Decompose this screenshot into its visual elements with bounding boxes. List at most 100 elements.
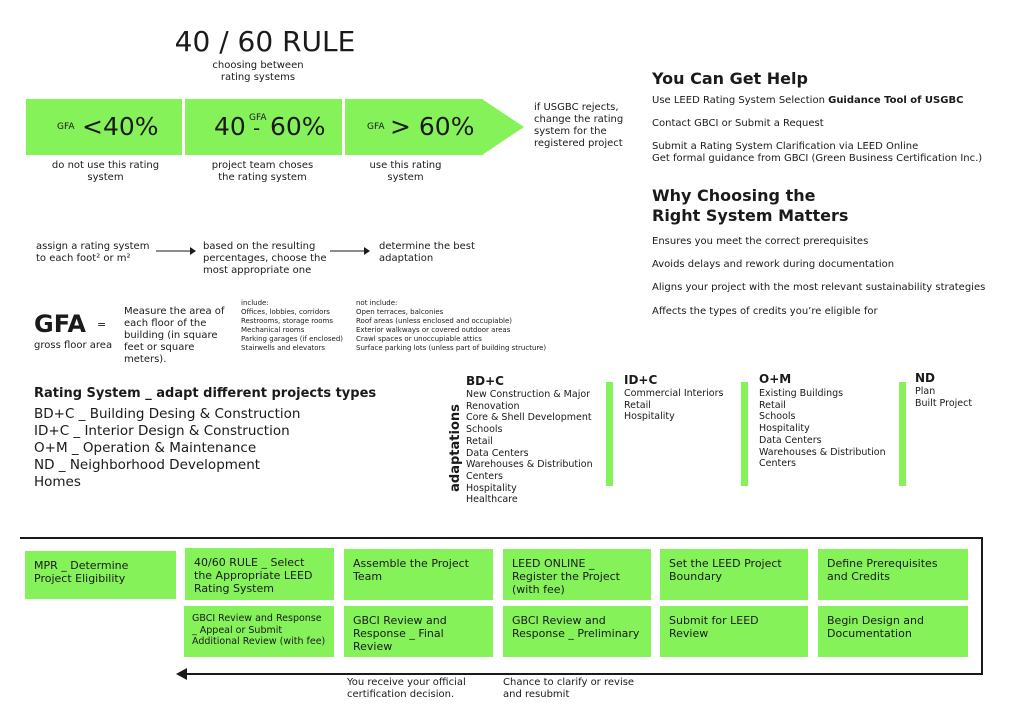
range-value-2-dash: - — [253, 116, 261, 140]
why-title-line-2: Right System Matters — [652, 206, 849, 225]
rating-item-idc: ID+C _ Interior Design & Construction — [34, 423, 290, 439]
process-note-final: You receive your official certification … — [347, 677, 466, 700]
range-value-2-right: 60% — [270, 112, 326, 141]
gfa-exclude-title: not include: — [356, 299, 398, 307]
adapt-title-nd: ND — [915, 371, 936, 385]
gfa-include-title: include: — [241, 299, 269, 307]
adapt-list-om: Existing Buildings Retail Schools Hospit… — [759, 388, 886, 470]
adapt-divider-3 — [899, 382, 906, 486]
process-note-preliminary: Chance to clarify or revise and resubmit — [503, 677, 635, 700]
range-prefix-3: GFA — [367, 122, 385, 132]
process-step-preliminary: GBCI Review and Response _ Preliminary — [503, 606, 651, 657]
range-box-under-40 — [26, 99, 182, 155]
range-prefix-1: GFA — [57, 122, 75, 132]
range-prefix-2: GFA — [249, 113, 267, 123]
gfa-equals: = — [97, 318, 107, 331]
process-step-prereqs: Define Prerequisites and Credits — [818, 549, 968, 600]
adapt-title-om: O+M — [759, 372, 792, 386]
why-item-1: Ensures you meet the correct prerequisit… — [652, 236, 869, 247]
list-item: Crawl spaces or unoccupiable attics — [356, 335, 482, 343]
list-item: Exterior walkways or covered outdoor are… — [356, 326, 511, 334]
gfa-exclude-list: not include: Open terraces, balconies Ro… — [356, 299, 546, 353]
flow-step-1: assign a rating system to each foot² or … — [36, 241, 150, 264]
list-item: Parking garages (if enclosed) — [241, 335, 344, 343]
process-step-final-review: GBCI Review and Response _ Final Review — [344, 606, 493, 657]
list-item: Surface parking lots (unless part of bui… — [356, 344, 547, 352]
list-item: Healthcare — [466, 494, 518, 506]
list-item: Renovation — [466, 400, 520, 412]
range-box-40-60 — [185, 99, 342, 155]
process-step-mpr: MPR _ Determine Project Eligibility — [25, 551, 176, 599]
range-caption-3: use this rating system — [369, 160, 442, 183]
range-box-over-60 — [345, 99, 483, 155]
range-caption-1: do not use this rating system — [51, 160, 160, 183]
process-step-appeal: GBCI Review and Response _ Appeal or Sub… — [184, 606, 334, 657]
list-item: Data Centers — [759, 434, 822, 446]
list-item: Hospitality — [759, 423, 810, 435]
list-item: Centers — [466, 470, 503, 482]
flow-arrow-1 — [156, 247, 196, 255]
list-item: Warehouses & Distribution — [759, 446, 886, 458]
guidance-tool-link: Guidance Tool of USGBC — [828, 95, 964, 106]
process-step-assemble: Assemble the Project Team — [344, 549, 493, 600]
adapt-divider-1 — [606, 382, 613, 486]
rating-item-homes: Homes — [34, 474, 81, 490]
list-item: Offices, lobbies, corridors — [241, 308, 330, 316]
list-item: Hospitality — [624, 411, 675, 423]
process-step-4060: 40/60 RULE _ Select the Appropriate LEED… — [185, 548, 334, 600]
range-caption-2: project team choses the rating system — [211, 160, 314, 183]
page-title: 40 / 60 RULE — [174, 25, 356, 58]
help-item-3a: Submit a Rating System Clarification via… — [652, 141, 919, 152]
flow-step-3: determine the best adaptation — [379, 241, 475, 264]
range-value-2-left: 40 — [214, 112, 246, 141]
list-item: Stairwells and elevators — [241, 344, 326, 352]
list-item: Retail — [759, 399, 786, 411]
list-item: Existing Buildings — [759, 388, 844, 399]
list-item: Centers — [759, 458, 796, 470]
help-item-3b: Get formal guidance from GBCI (Green Bus… — [652, 153, 983, 164]
why-item-3: Aligns your project with the most releva… — [652, 282, 986, 293]
gfa-term: GFA — [34, 310, 86, 338]
list-item: Commercial Interiors — [624, 388, 724, 399]
help-item-2: Contact GBCI or Submit a Request — [652, 118, 824, 129]
list-item: Schools — [466, 424, 503, 436]
adapt-list-nd: Plan Built Project — [915, 386, 972, 409]
range-value-1: <40% — [82, 112, 159, 141]
why-item-4: Affects the types of credits you’re elig… — [652, 306, 878, 317]
rating-item-om: O+M _ Operation & Maintenance — [34, 440, 257, 456]
range-arrow-head — [482, 99, 524, 155]
list-item: New Construction & Major — [466, 389, 591, 400]
list-item: Schools — [759, 411, 796, 423]
list-item: Open terraces, balconies — [356, 308, 444, 316]
process-step-boundary: Set the LEED Project Boundary — [660, 549, 808, 600]
gfa-full-name: gross floor area — [34, 340, 113, 351]
page-subtitle: choosing between rating systems — [212, 60, 304, 83]
gfa-include-list: include: Offices, lobbies, corridors Res… — [241, 299, 343, 353]
list-item: Retail — [466, 435, 493, 447]
list-item: Retail — [624, 399, 651, 411]
list-item: Warehouses & Distribution — [466, 459, 593, 471]
adapt-title-idc: ID+C — [624, 373, 658, 387]
list-item: Restrooms, storage rooms — [241, 317, 334, 325]
list-item: Mechanical rooms — [241, 326, 305, 334]
help-item-1: Use LEED Rating System Selection Guidanc… — [652, 95, 963, 107]
rating-list: BD+C _ Building Desing & Construction ID… — [34, 406, 300, 491]
help-title: You Can Get Help — [652, 69, 808, 88]
rating-title: Rating System _ adapt different projects… — [34, 386, 377, 401]
why-item-2: Avoids delays and rework during document… — [652, 259, 895, 270]
flow-step-2: based on the resulting percentages, choo… — [203, 241, 327, 276]
list-item: Hospitality — [466, 482, 517, 494]
process-step-register: LEED ONLINE _ Register the Project (with… — [503, 549, 651, 600]
adapt-list-idc: Commercial Interiors Retail Hospitality — [624, 388, 723, 423]
rating-item-nd: ND _ Neighborhood Development — [34, 457, 261, 473]
gfa-definition: Measure the area of each floor of the bu… — [124, 306, 225, 365]
process-step-submit: Submit for LEED Review — [660, 606, 808, 657]
why-title-line-1: Why Choosing the — [652, 186, 816, 205]
rating-item-bdc: BD+C _ Building Desing & Construction — [34, 406, 301, 422]
adapt-list-bdc: New Construction & Major Renovation Core… — [466, 389, 593, 506]
flow-arrow-2 — [330, 247, 370, 255]
range-value-3: > 60% — [390, 112, 475, 141]
help-item-1-text: Use LEED Rating System Selection — [652, 95, 829, 106]
list-item: Plan — [915, 386, 936, 397]
